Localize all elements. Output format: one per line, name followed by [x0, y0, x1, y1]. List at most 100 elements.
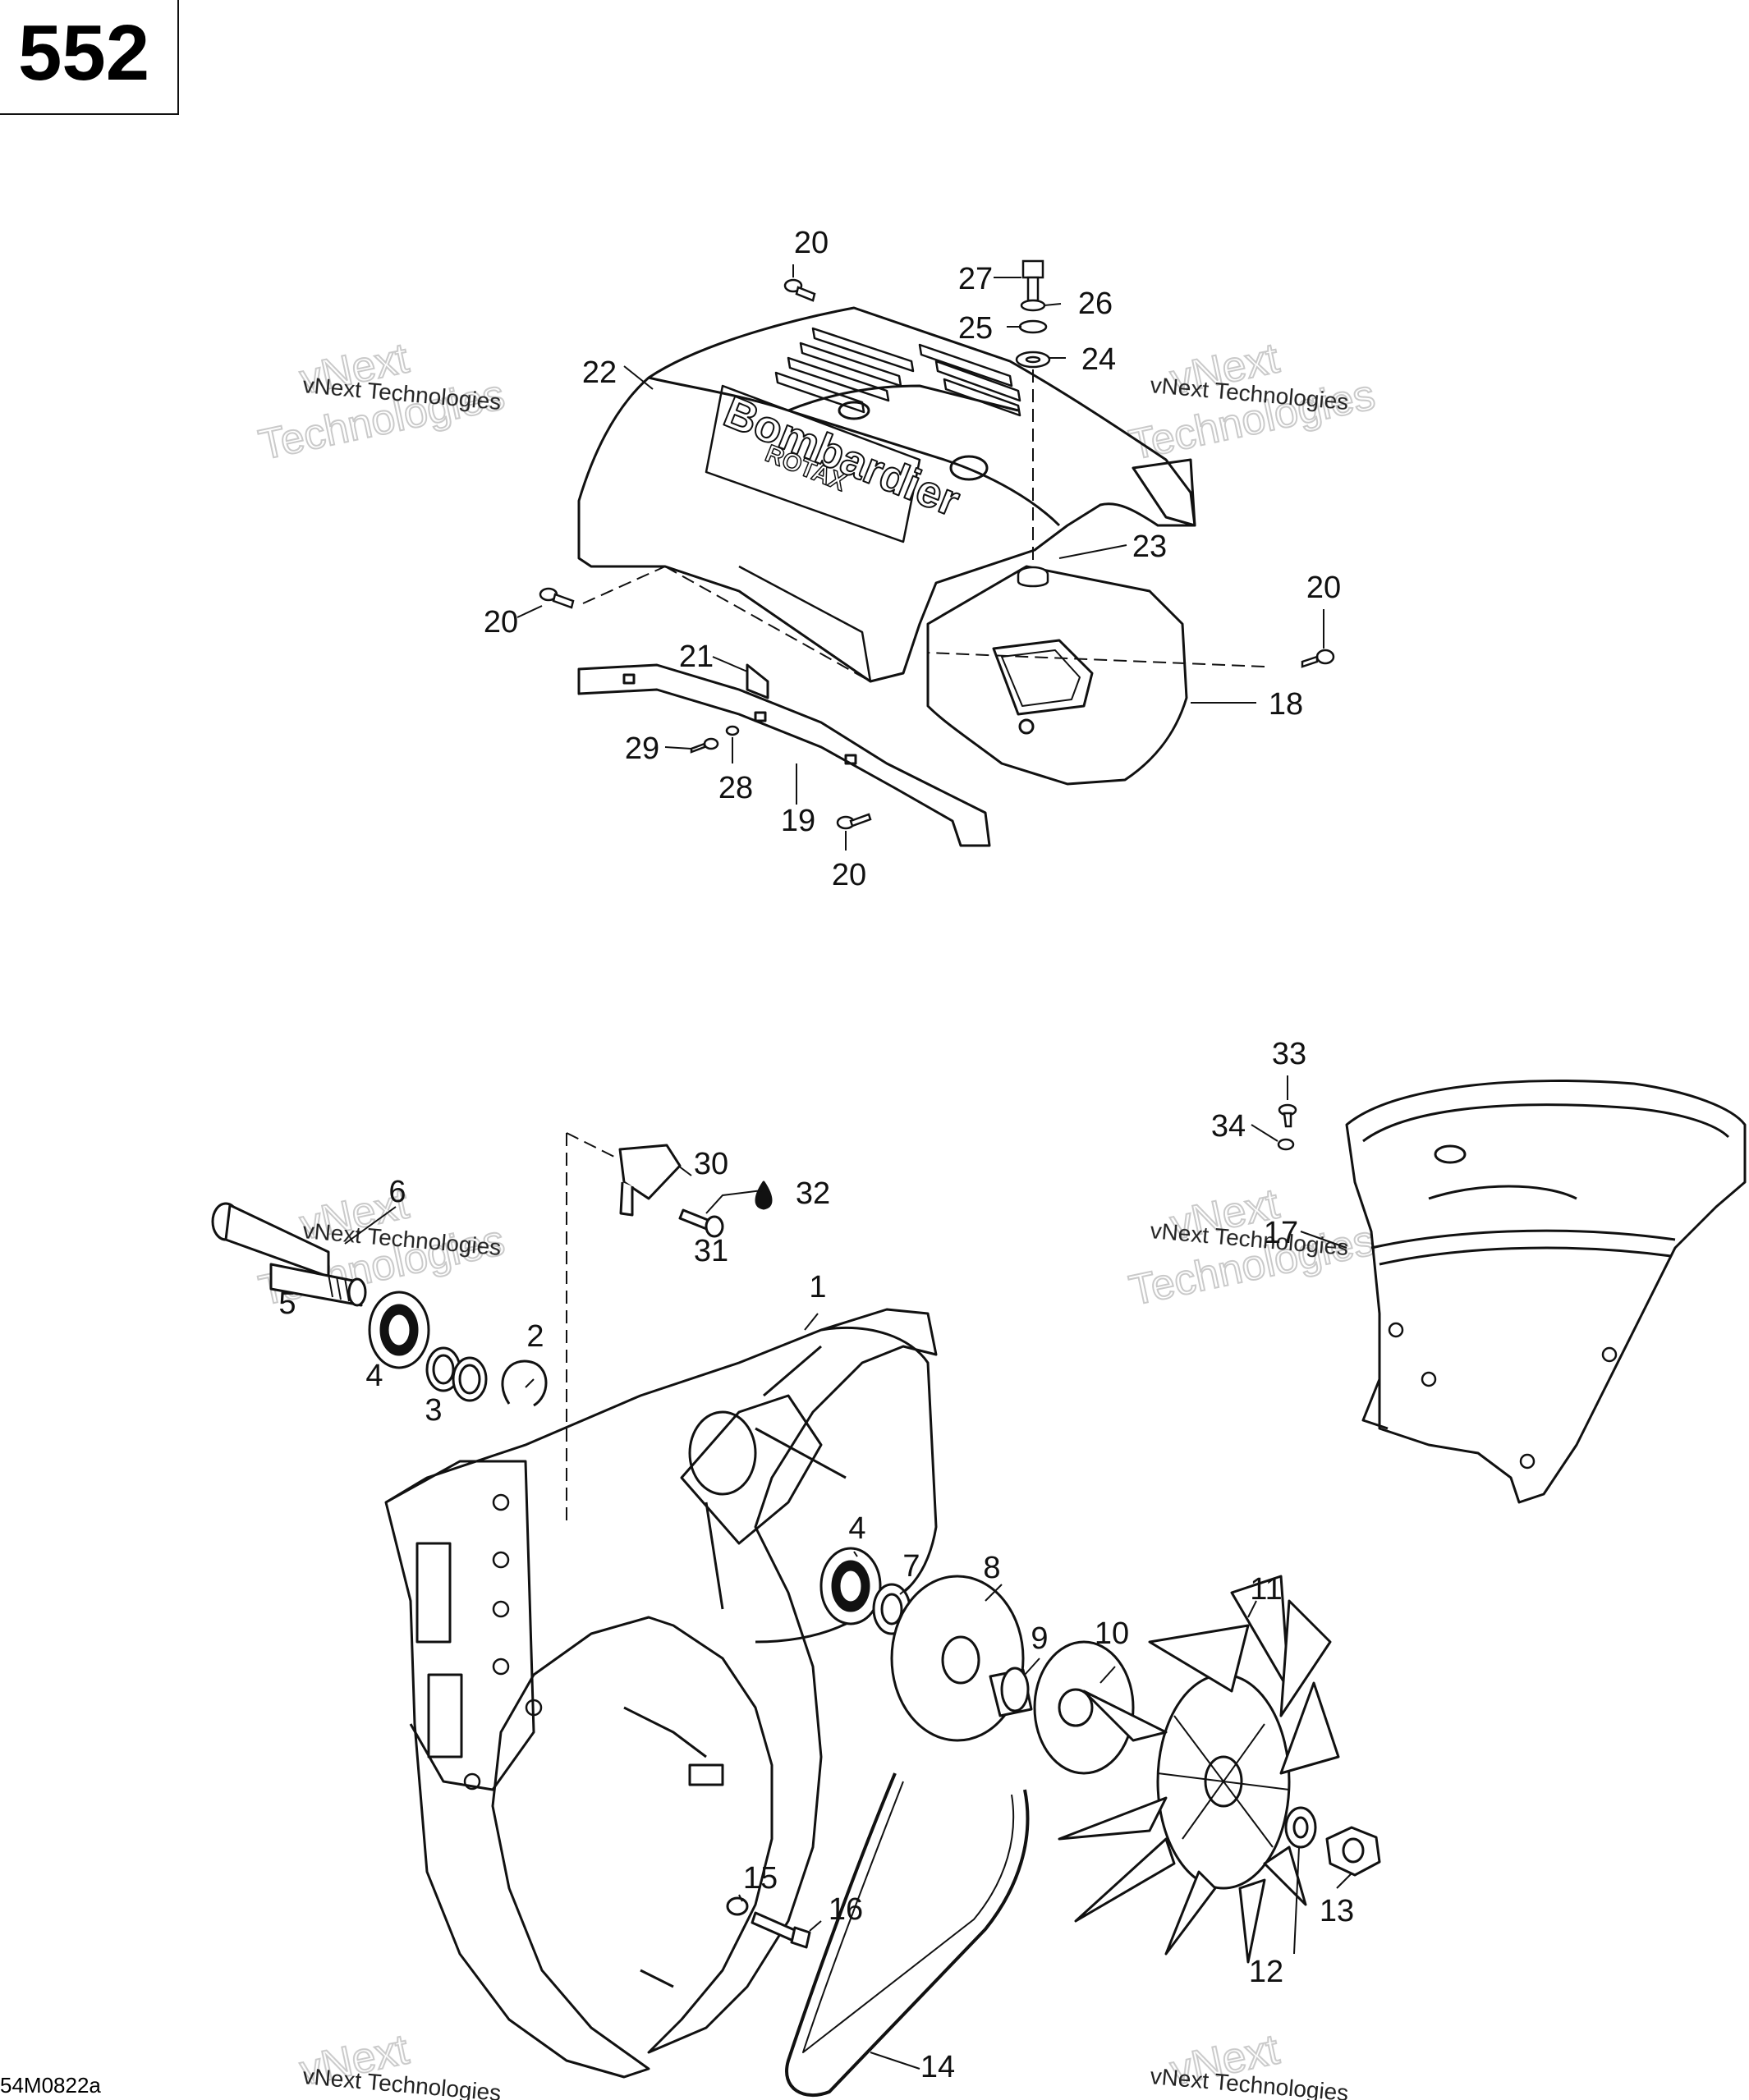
callout-9: 9	[1031, 1621, 1048, 1656]
shroud-17	[1345, 1080, 1747, 1504]
screw-20-right	[1301, 649, 1335, 668]
page-number: 552	[18, 9, 150, 97]
callout-21: 21	[679, 640, 714, 674]
drive-belt-14	[785, 1772, 1030, 2097]
circlip-2	[501, 1359, 548, 1407]
rail-body	[577, 663, 991, 847]
callout-10: 10	[1095, 1616, 1129, 1651]
screw-33	[1278, 1103, 1297, 1128]
screw-31	[678, 1208, 724, 1238]
fan-housing-assembly	[384, 1308, 938, 2079]
callout-11: 11	[1250, 1572, 1282, 1607]
bearing-4-left	[368, 1291, 430, 1369]
callout-33: 33	[1272, 1037, 1306, 1071]
housing-inner-rib-2	[640, 1969, 674, 1988]
callout-25: 25	[958, 311, 993, 346]
shaft-parts	[211, 1144, 1381, 2097]
fan-leader-lines	[344, 1165, 1352, 2070]
rail-hole-2	[754, 711, 767, 722]
shroud-band-2	[1379, 1246, 1672, 1266]
align-line-right-20	[927, 652, 1265, 667]
duct-hole	[1018, 718, 1035, 735]
air-duct-18	[926, 565, 1188, 786]
screw-20-left	[539, 587, 575, 609]
shroud-bolts	[1388, 1322, 1618, 1470]
top-alignment-lines	[582, 369, 1265, 682]
callout-20-left: 20	[484, 605, 518, 640]
bracket-21	[746, 663, 769, 699]
callout-8: 8	[983, 1551, 1000, 1585]
housing-inner-tab	[688, 1763, 724, 1786]
callout-32: 32	[796, 1176, 830, 1211]
callout-27: 27	[958, 262, 993, 296]
align-line-left-20	[582, 566, 666, 604]
duct-opening-inner	[1001, 649, 1081, 707]
bolt-27	[1021, 259, 1044, 302]
shroud-leader-lines	[1251, 1075, 1347, 1249]
align-line-bracket	[566, 1132, 617, 1158]
top-callouts: 20 27 26 25 24 22 23 20 20 21 18 29 28 1…	[484, 226, 1341, 892]
drive-belt-14-inner	[802, 1781, 1015, 2053]
rail-hole-3	[844, 754, 857, 765]
callout-18: 18	[1269, 687, 1303, 722]
shaft-6	[211, 1202, 330, 1278]
top-leader-lines	[516, 264, 1324, 851]
screw-16	[751, 1911, 811, 1949]
drawing-code: 54M0822a	[0, 2073, 101, 2098]
cooling-fan-11	[1058, 1575, 1340, 1964]
bracket-30	[618, 1144, 682, 1217]
cover-boss-1	[949, 455, 989, 481]
housing-spoke-2	[763, 1345, 822, 1397]
callout-15: 15	[743, 1861, 778, 1896]
rail-19	[577, 663, 991, 847]
screw-29	[690, 737, 719, 754]
threaded-shaft-5	[269, 1263, 367, 1307]
cover-ribs	[774, 327, 1021, 417]
screw-20-top	[783, 278, 816, 302]
callout-28: 28	[718, 771, 753, 805]
housing-inner-rib-1	[623, 1706, 707, 1758]
cover-logo-brand: Bombardier	[718, 387, 966, 525]
shroud-rim-inner	[1362, 1103, 1730, 1143]
callout-34: 34	[1211, 1109, 1246, 1144]
fan-alignment-lines	[566, 1132, 617, 1527]
cover-side-flap	[1132, 458, 1196, 527]
cover-boss-2	[838, 401, 870, 420]
fan-housing-1	[384, 1308, 938, 2079]
callout-5: 5	[278, 1286, 296, 1321]
shroud-body	[1345, 1080, 1747, 1504]
housing-hub	[680, 1394, 823, 1545]
fan-callouts: 6 5 4 3 2 30 32 31 1 4 7 8 9 10 11 12 13…	[278, 1147, 1354, 2084]
callout-2: 2	[526, 1319, 544, 1354]
washer-28	[725, 725, 740, 736]
washer-26	[1020, 299, 1046, 312]
housing-flange	[385, 1460, 535, 1791]
shroud-hole	[1434, 1144, 1467, 1164]
page-number-box: 552	[0, 0, 179, 115]
logo-plate	[705, 384, 921, 543]
rail-hole-1	[622, 673, 636, 685]
housing-bolts	[463, 1493, 543, 1791]
callout-6: 6	[388, 1175, 406, 1209]
cover-front-wall	[664, 565, 872, 683]
shroud-inner-curve	[1428, 1185, 1577, 1200]
callout-20-right: 20	[1306, 571, 1341, 605]
callout-22: 22	[582, 355, 617, 390]
shroud-tab	[1361, 1378, 1389, 1430]
callout-20-top: 20	[794, 226, 829, 260]
shroud-callouts: 33 34 17	[1211, 1037, 1306, 1250]
callout-12: 12	[1249, 1955, 1283, 1989]
callout-13: 13	[1320, 1894, 1354, 1928]
callout-7: 7	[902, 1549, 920, 1584]
shroud-band-1	[1370, 1229, 1676, 1249]
loctite-drop-32	[755, 1181, 773, 1210]
duct-body	[926, 565, 1188, 786]
callout-24: 24	[1081, 342, 1116, 377]
callout-23: 23	[1132, 530, 1167, 564]
cover-crease-2	[787, 384, 1019, 412]
callout-3: 3	[425, 1393, 442, 1428]
callout-14: 14	[920, 2050, 955, 2084]
screw-20-bottom	[836, 813, 872, 830]
washer-25	[1018, 319, 1048, 334]
